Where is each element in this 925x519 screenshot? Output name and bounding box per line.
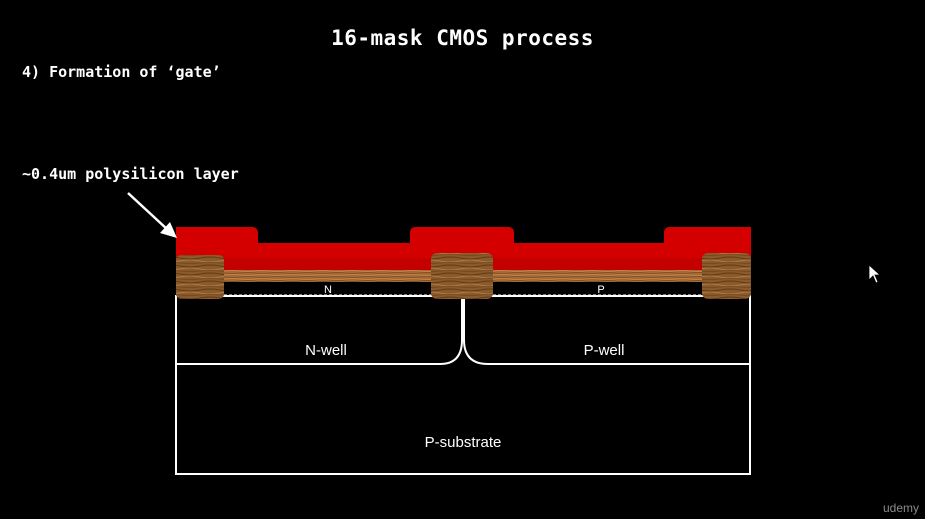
callout-arrow	[127, 192, 177, 238]
p-well-label: P-well	[584, 342, 625, 359]
p-diffusion-label: P	[597, 284, 604, 296]
p-well-boundary	[463, 298, 750, 365]
udemy-watermark: udemy	[882, 501, 919, 515]
field-oxide-left	[176, 255, 224, 299]
pointer-cursor-icon	[868, 264, 882, 284]
polysilicon-layer	[176, 227, 751, 268]
field-oxide-center	[431, 253, 493, 299]
n-well-boundary	[176, 298, 463, 365]
field-oxide-right	[702, 253, 751, 299]
polysilicon-callout-label: ~0.4um polysilicon layer	[22, 165, 239, 183]
polysilicon-lower-band	[224, 258, 702, 270]
n-well-label: N-well	[305, 342, 347, 359]
p-substrate-label: P-substrate	[425, 434, 502, 451]
step-heading: 4) Formation of ‘gate’	[22, 63, 221, 81]
slide-title: 16-mask CMOS process	[331, 26, 594, 50]
n-diffusion-label: N	[324, 284, 332, 296]
